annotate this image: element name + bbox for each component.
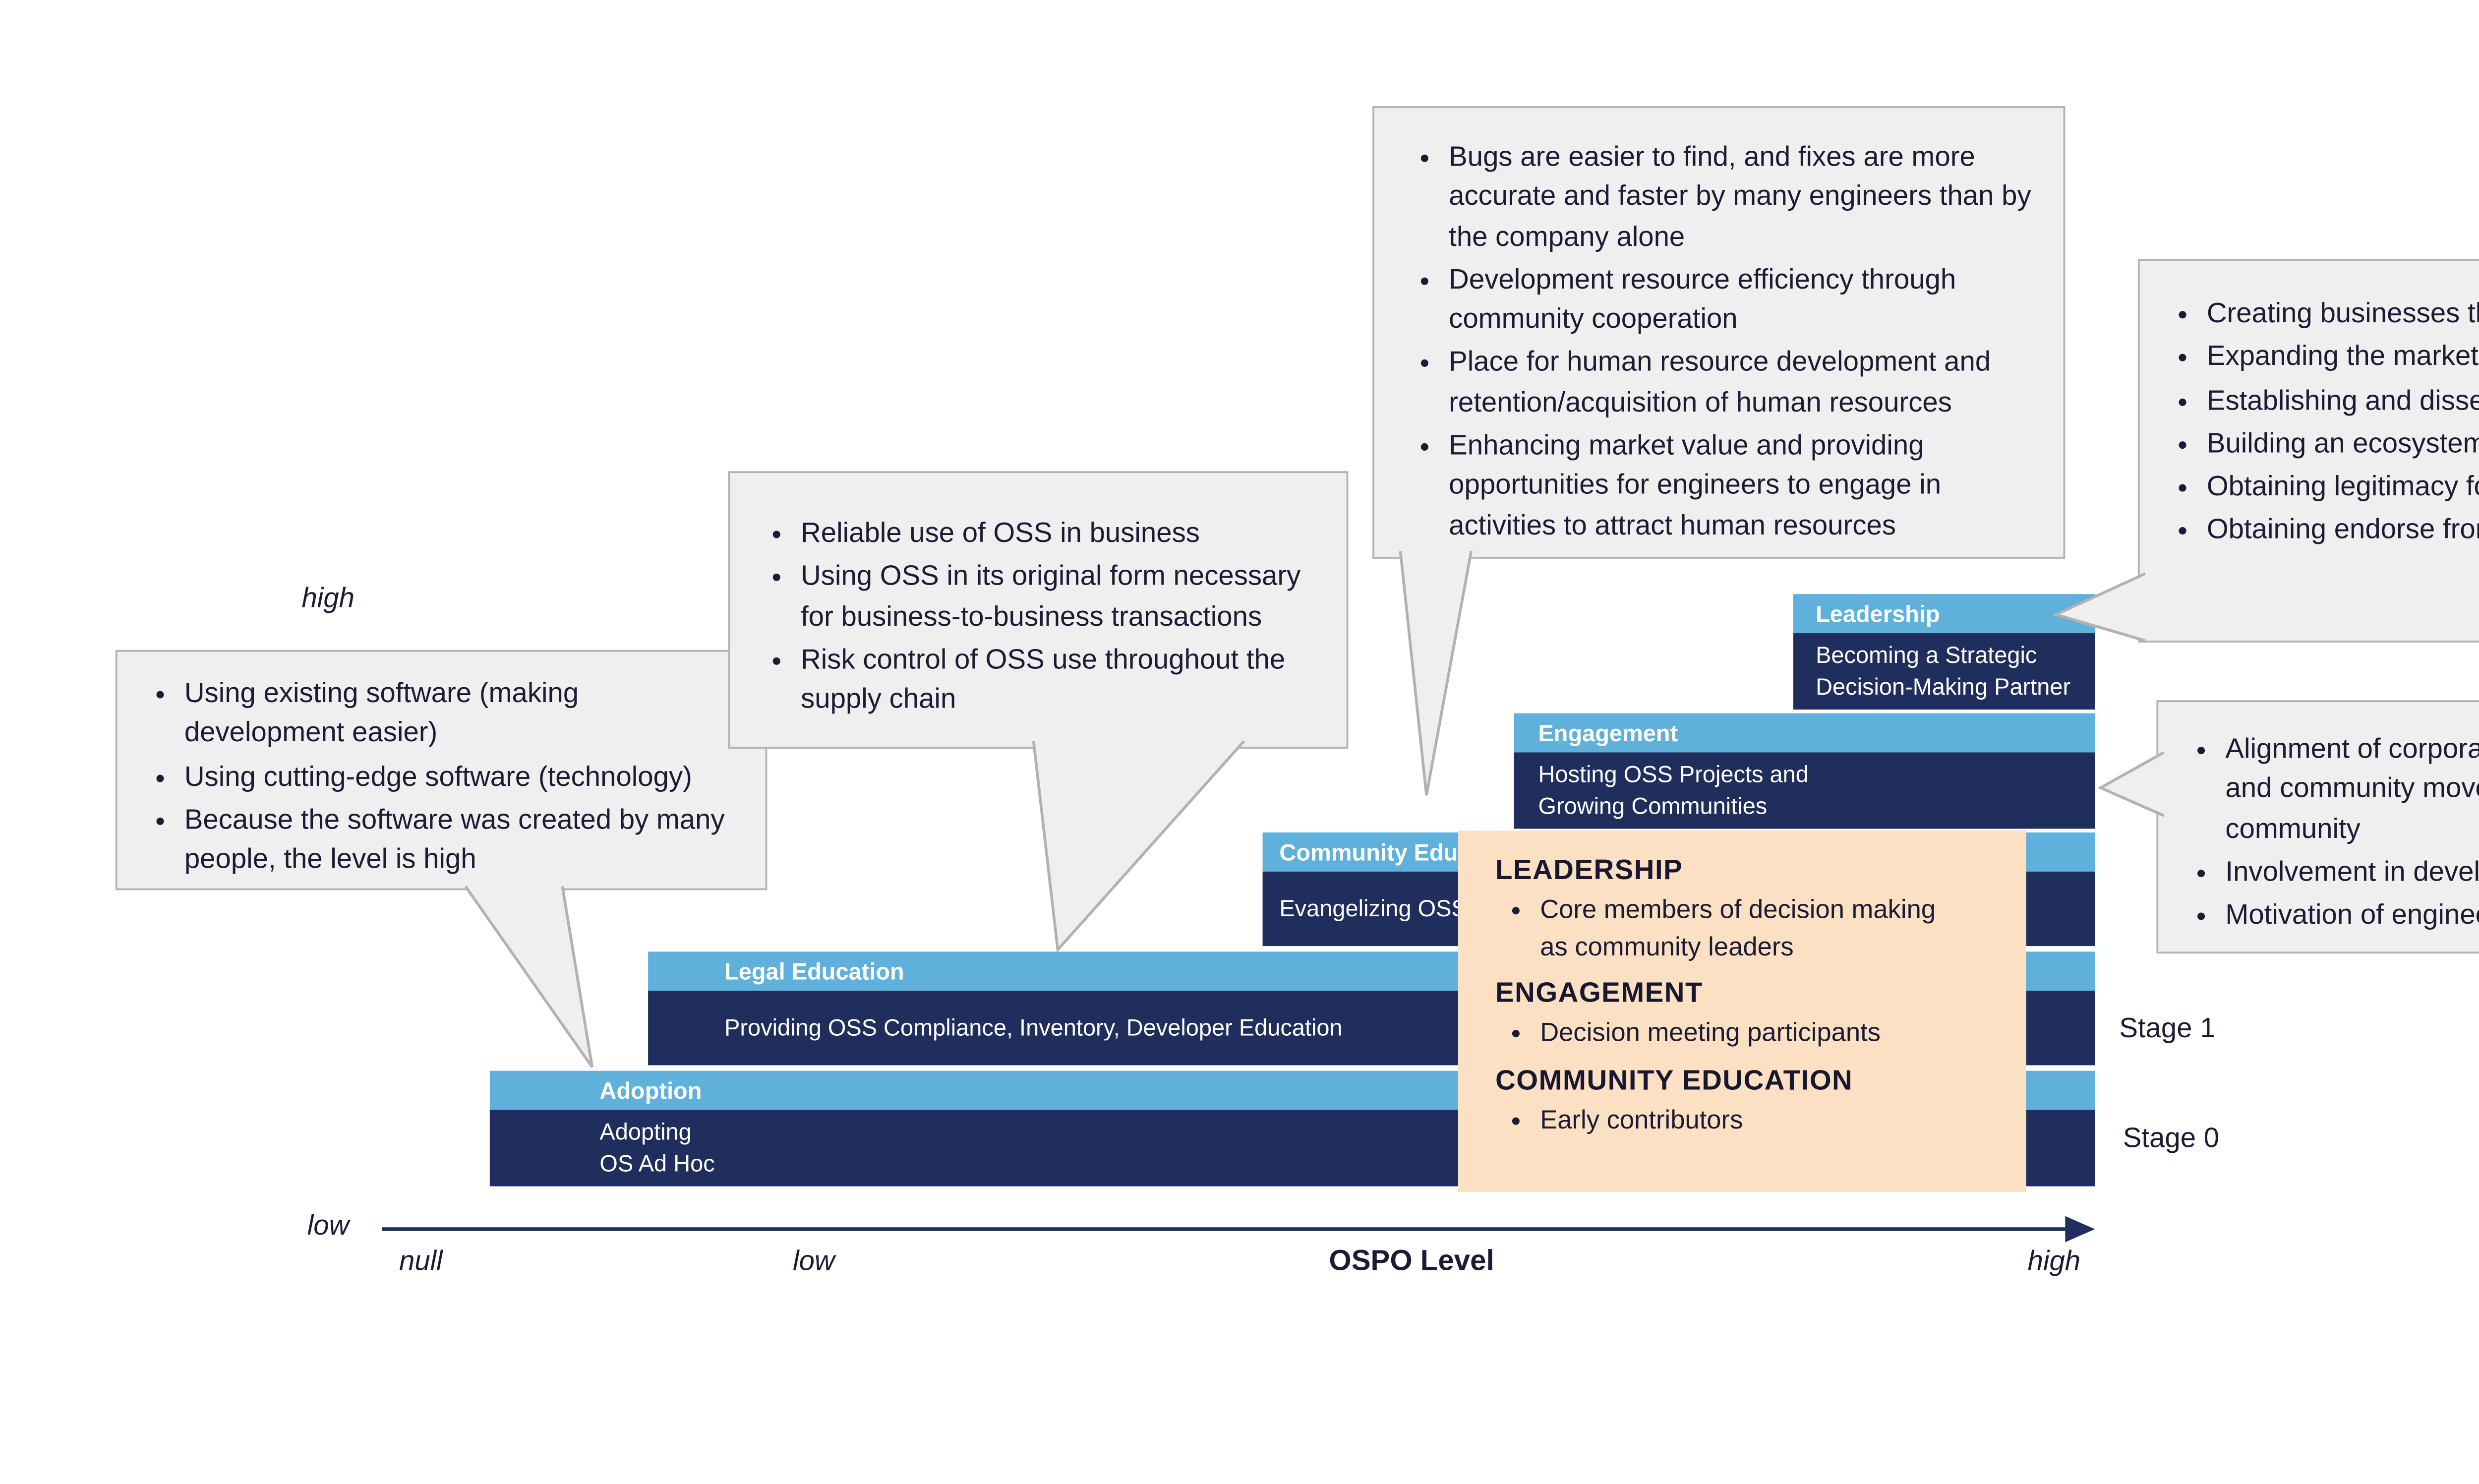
y-axis-low-label: low bbox=[307, 1210, 350, 1243]
highlight-bullet: Decision meeting participants bbox=[1540, 1015, 1951, 1052]
callout-bullet: Building an ecosystem bbox=[2207, 424, 2479, 464]
highlight-bullet: Early contributors bbox=[1540, 1102, 1951, 1139]
callout-bullet: Enhancing market value and providing opp… bbox=[1449, 426, 2033, 545]
callout-leadership: Creating businesses that utilize OSS Exp… bbox=[2137, 259, 2479, 643]
stage-1-label: Stage 1 bbox=[2119, 1013, 2216, 1045]
callout-bullet: Development resource efficiency through … bbox=[1449, 260, 2033, 340]
callout-bullet: Using cutting-edge software (technology) bbox=[184, 757, 739, 797]
x-axis-title: OSPO Level bbox=[1329, 1246, 1494, 1278]
highlight-bullet: Core members of decision making as commu… bbox=[1540, 892, 1951, 965]
x-axis-arrow bbox=[381, 1216, 2095, 1243]
bar-engagement-body: Hosting OSS Projects and Growing Communi… bbox=[1514, 752, 2095, 829]
callout-community-alignment-tail bbox=[2097, 751, 2165, 817]
callout-bullet: Obtaining legitimacy for activities bbox=[2207, 468, 2479, 507]
callout-bullet: Alignment of corporate expectations and … bbox=[2225, 730, 2479, 849]
callout-adoption-tail bbox=[464, 886, 594, 1068]
callout-legal-education-tail bbox=[1032, 740, 1245, 953]
contributor-roles-panel: LEADERSHIP Core members of decision maki… bbox=[1458, 831, 2026, 1192]
x-tick-low: low bbox=[793, 1246, 835, 1278]
callout-bullet: Using existing software (making developm… bbox=[184, 674, 739, 754]
y-axis-high-label: high bbox=[301, 583, 354, 615]
callout-bullet: Reliable use of OSS in business bbox=[801, 514, 1320, 554]
callout-bullet: Involvement in development direction bbox=[2225, 853, 2479, 892]
highlight-list-leadership: Core members of decision making as commu… bbox=[1495, 892, 2000, 965]
callout-engagement-tail bbox=[1399, 551, 1473, 796]
callout-legal-education: Reliable use of OSS in business Using OS… bbox=[728, 471, 1349, 749]
bar-engagement-header: Engagement bbox=[1514, 713, 2095, 753]
callout-bullet: Motivation of engineers bbox=[2225, 896, 2479, 936]
bar-leadership-body: Becoming a Strategic Decision-Making Par… bbox=[1793, 633, 2095, 710]
x-tick-high: high bbox=[2027, 1246, 2081, 1278]
stage-0-label: Stage 0 bbox=[2123, 1123, 2220, 1155]
callout-bullet: Place for human resource development and… bbox=[1449, 344, 2033, 423]
callout-bullet: Establishing and disseminating de facto … bbox=[2207, 381, 2479, 420]
callout-engagement: Bugs are easier to find, and fixes are m… bbox=[1372, 106, 2066, 559]
callout-bullet: Bugs are easier to find, and fixes are m… bbox=[1449, 138, 2033, 257]
x-tick-null: null bbox=[399, 1246, 443, 1278]
callout-leadership-tail bbox=[2052, 572, 2146, 642]
bar-leadership-header: Leadership bbox=[1793, 594, 2095, 634]
highlight-heading-engagement: ENGAGEMENT bbox=[1495, 978, 1703, 1010]
callout-bullet: Risk control of OSS use throughout the s… bbox=[801, 641, 1320, 720]
highlight-list-community-education: Early contributors bbox=[1495, 1102, 2000, 1139]
highlight-list-engagement: Decision meeting participants bbox=[1495, 1015, 2000, 1052]
highlight-heading-community-education: COMMUNITY EDUCATION bbox=[1495, 1065, 1853, 1097]
callout-adoption: Using existing software (making developm… bbox=[115, 650, 767, 890]
callout-community-alignment: Alignment of corporate expectations and … bbox=[2156, 700, 2479, 954]
highlight-heading-leadership: LEADERSHIP bbox=[1495, 855, 1683, 887]
callout-bullet: Using OSS in its original form necessary… bbox=[801, 557, 1320, 637]
callout-bullet: Expanding the market and potential custo… bbox=[2207, 338, 2479, 377]
callout-bullet: Creating businesses that utilize OSS bbox=[2207, 294, 2479, 334]
callout-bullet: Obtaining endorse from community partici… bbox=[2207, 511, 2479, 551]
callout-bullet: Because the software was created by many… bbox=[184, 801, 739, 880]
